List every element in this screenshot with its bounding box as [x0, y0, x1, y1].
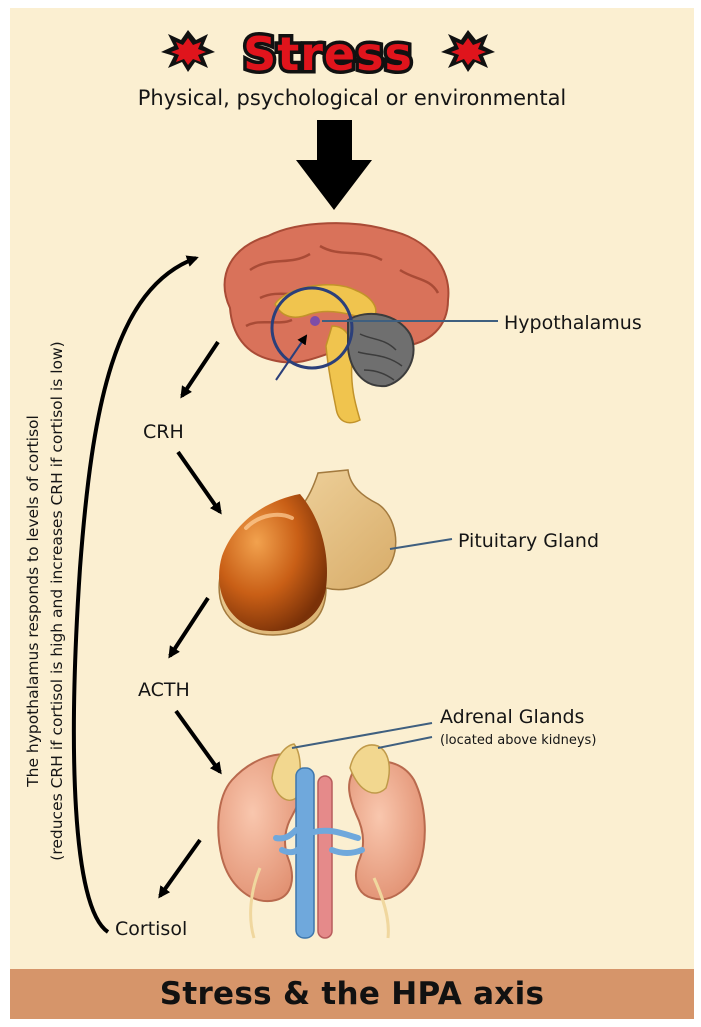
- starburst-icon: [161, 30, 215, 72]
- crh-label: CRH: [143, 421, 184, 443]
- hypothalamus-label: Hypothalamus: [504, 312, 642, 334]
- footer-band: Stress & the HPA axis: [10, 969, 694, 1019]
- brain-illustration: [225, 223, 449, 423]
- arrow-pituitary-to-acth: [170, 598, 208, 656]
- adrenal-leader-line-left: [292, 723, 432, 748]
- pituitary-label: Pituitary Gland: [458, 530, 599, 552]
- adrenal-note: (located above kidneys): [440, 733, 596, 748]
- pituitary-leader-line: [390, 539, 452, 549]
- feedback-note-line-1: The hypothalamus responds to levels of c…: [21, 301, 45, 901]
- kidneys-illustration: [218, 744, 424, 938]
- cortisol-label: Cortisol: [115, 918, 187, 940]
- footer-title: Stress & the HPA axis: [160, 976, 545, 1012]
- stress-subtitle: Physical, psychological or environmental: [10, 86, 694, 110]
- feedback-note-line-2: (reduces CRH if cortisol is high and inc…: [45, 301, 69, 901]
- acth-label: ACTH: [138, 679, 190, 701]
- diagram-art: Stress: [10, 8, 694, 1019]
- adrenal-label: Adrenal Glands: [440, 706, 584, 728]
- arrow-crh-to-pituitary: [178, 452, 220, 512]
- pituitary-illustration: [219, 470, 396, 635]
- arrow-adrenal-to-cortisol: [160, 840, 200, 896]
- page-title: Stress: [243, 27, 413, 81]
- adrenal-leader-line-right: [378, 737, 432, 748]
- down-arrow-icon: [296, 120, 372, 210]
- arrow-acth-to-adrenal: [176, 711, 220, 772]
- arrow-brain-to-crh: [182, 342, 218, 396]
- feedback-note: The hypothalamus responds to levels of c…: [21, 301, 77, 901]
- feedback-arrow: [74, 258, 196, 932]
- diagram-poster: Stress: [10, 8, 694, 1019]
- starburst-icon: [441, 30, 495, 72]
